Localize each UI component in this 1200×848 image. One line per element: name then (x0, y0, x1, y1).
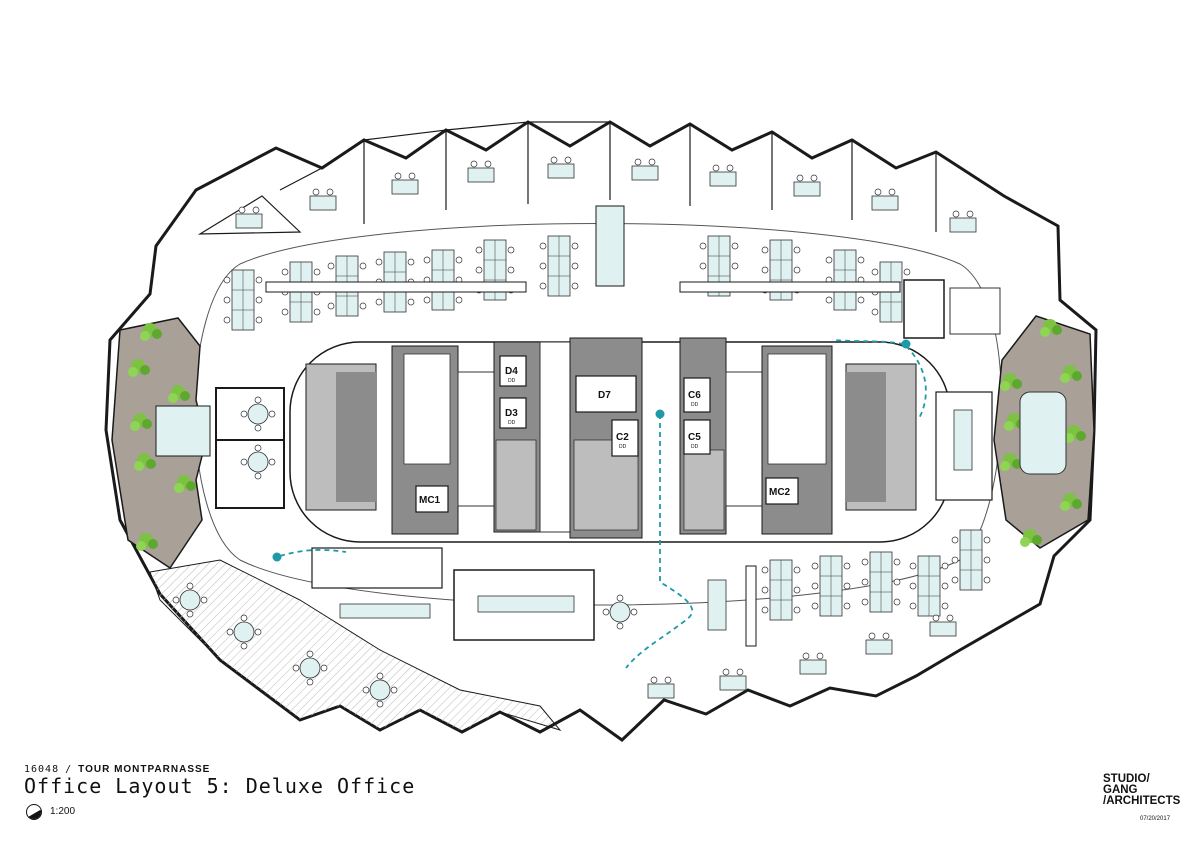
svg-text:D3: D3 (505, 408, 518, 419)
west-meeting-rooms (215, 387, 285, 509)
southwest-deck (149, 559, 562, 733)
room-c5: C5 DD (683, 419, 711, 455)
south-bench (339, 603, 431, 619)
svg-text:DD: DD (691, 444, 699, 450)
room-c2: C2 DD (611, 419, 639, 457)
firm-logo: STUDIO/ GANG /ARCHITECTS (1103, 773, 1181, 807)
east-conference (935, 391, 1067, 501)
room-d3: D3 DD (499, 397, 527, 429)
north-offices (197, 121, 937, 235)
svg-text:DD: DD (619, 444, 627, 450)
south-stair (311, 547, 443, 589)
svg-text:MC2: MC2 (769, 487, 791, 498)
room-d4: D4 DD (499, 355, 527, 387)
circulation-routes (279, 339, 927, 669)
route-start-core (655, 409, 665, 419)
room-mc2: MC2 (765, 477, 799, 505)
scale-icon (26, 804, 42, 820)
svg-text:C6: C6 (688, 390, 701, 401)
project-separator: / (65, 764, 73, 775)
route-start-west (272, 552, 282, 562)
firm-line-1: STUDIO/ (1103, 773, 1150, 785)
svg-text:MC1: MC1 (419, 495, 441, 506)
project-name: TOUR MONTPARNASSE (78, 764, 211, 775)
project-line: 16048 / TOUR MONTPARNASSE (24, 764, 210, 775)
firm-line-2: GANG (1103, 784, 1138, 796)
north-partition-right (679, 281, 901, 293)
firm-line-3: /ARCHITECTS (1103, 795, 1181, 807)
south-boardroom (453, 569, 595, 641)
room-mc1: MC1 (415, 485, 449, 513)
svg-text:D4: D4 (505, 366, 518, 377)
svg-text:DD: DD (508, 420, 516, 426)
svg-text:DD: DD (691, 402, 699, 408)
room-d7: D7 (575, 375, 637, 413)
stair-northeast (903, 279, 945, 339)
south-partition (745, 565, 757, 647)
svg-text:D7: D7 (598, 390, 611, 401)
drawing-date: 07/20/2017 (1140, 816, 1171, 822)
svg-text:DD: DD (508, 378, 516, 384)
north-glass-partition (595, 205, 625, 287)
north-partition-left (265, 281, 527, 293)
south-glass-bench (707, 579, 727, 631)
svg-text:C2: C2 (616, 432, 629, 443)
room-c6: C6 DD (683, 377, 711, 413)
svg-text:C5: C5 (688, 432, 701, 443)
route-start-east (901, 339, 911, 349)
west-lounge (155, 405, 211, 457)
drawing-title: Office Layout 5: Deluxe Office (24, 774, 416, 798)
scale-label: 1:200 (50, 806, 76, 817)
lounge-northeast (949, 287, 1001, 335)
project-number: 16048 (24, 764, 60, 775)
